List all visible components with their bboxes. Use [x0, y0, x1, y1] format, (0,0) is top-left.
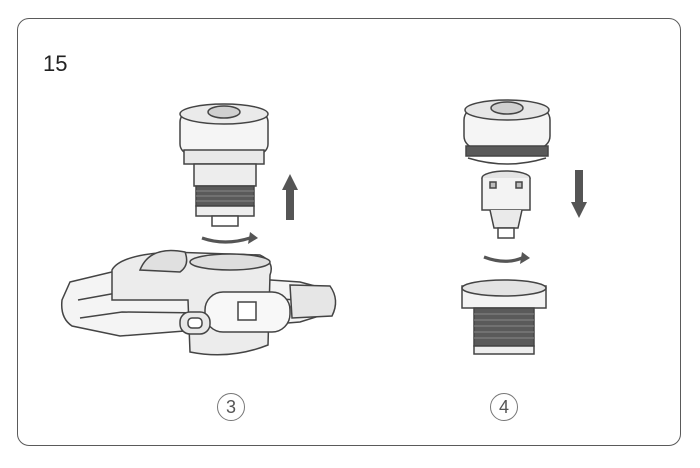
instruction-panel	[17, 18, 681, 446]
substep-label-4: 4	[490, 393, 518, 421]
cyclone-upper-assembly	[179, 103, 269, 227]
arrow-up-icon	[282, 174, 298, 220]
vacuum-handle-body	[60, 249, 337, 356]
dust-cup-part	[461, 279, 547, 355]
rotate-arrow-icon	[483, 255, 523, 263]
rotate-arrow-icon	[201, 236, 251, 244]
rotate-arrow-icon	[520, 252, 530, 264]
substep-label-3: 3	[217, 393, 245, 421]
filter-core-part	[481, 170, 531, 239]
cyclone-cap-part	[463, 99, 551, 165]
step-number: 15	[43, 51, 68, 76]
arrow-down-icon	[571, 170, 587, 218]
rotate-arrow-icon	[248, 232, 258, 244]
